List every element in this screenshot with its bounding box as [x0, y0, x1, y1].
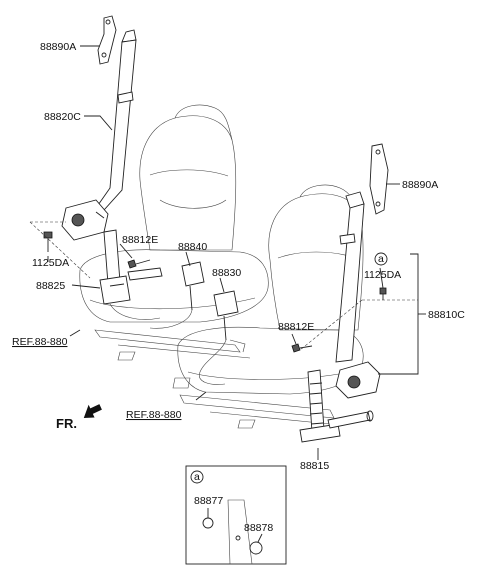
front-arrow-icon — [83, 404, 102, 419]
center-buckles — [149, 261, 239, 385]
circle-a-detail-letter: a — [194, 471, 200, 483]
label-fr: FR. — [56, 416, 77, 431]
label-88810c: 88810C — [428, 309, 465, 321]
label-88830: 88830 — [212, 267, 241, 279]
label-88825: 88825 — [36, 280, 65, 292]
label-1125da-right: 1125DA — [364, 269, 401, 281]
leader-lines — [29, 45, 426, 460]
label-88812e-left: 88812E — [122, 234, 158, 246]
label-ref-left: REF.88-880 — [12, 336, 68, 348]
circle-a-main-letter: a — [378, 253, 384, 265]
label-88877: 88877 — [194, 495, 223, 507]
label-88840: 88840 — [178, 241, 207, 253]
label-88878: 88878 — [244, 522, 273, 534]
label-88890a-top: 88890A — [40, 41, 76, 53]
label-88815: 88815 — [300, 460, 329, 472]
label-ref-right: REF.88-880 — [126, 409, 182, 421]
label-88820c: 88820C — [44, 111, 81, 123]
label-88890a-right: 88890A — [402, 179, 438, 191]
right-belt-assembly — [291, 143, 389, 443]
left-belt-assembly — [43, 15, 163, 320]
detail-box-a — [185, 465, 287, 565]
label-88812e-right: 88812E — [278, 321, 314, 333]
circle-a-main — [374, 252, 388, 266]
left-seat — [79, 104, 269, 361]
right-seat — [172, 184, 364, 429]
label-1125da-left: 1125DA — [32, 257, 69, 269]
